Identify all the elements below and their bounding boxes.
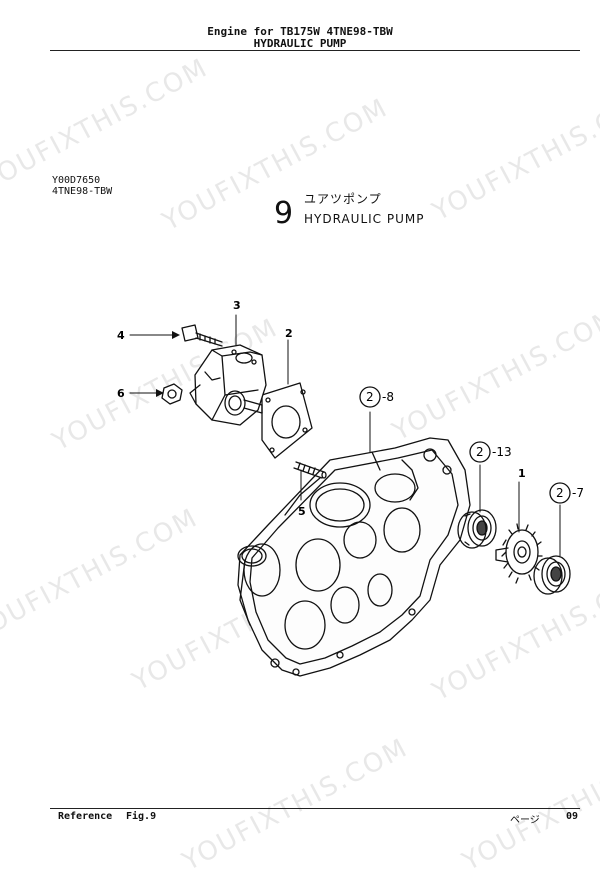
ref-circle (359, 386, 381, 408)
gasket (261, 382, 313, 459)
hydraulic-pump (189, 344, 267, 426)
footer-page-number: 09 (566, 811, 579, 822)
ref-number: 2 (556, 486, 564, 500)
pump-gear (495, 523, 543, 584)
ref-suffix: -13 (492, 445, 512, 459)
part-label-3: 3 (233, 299, 241, 312)
leader-lines (129, 314, 561, 557)
bearing-right (533, 555, 571, 595)
stud-bolt (293, 461, 327, 479)
header-rule (50, 50, 580, 51)
footer-reference: Reference (58, 811, 113, 822)
footer-rule (50, 808, 580, 809)
footer-page-label: ページ (510, 815, 540, 826)
reference-model: 4TNE98-TBW (52, 186, 113, 197)
figure-number: 9 (274, 196, 294, 231)
part-label-5: 5 (298, 505, 306, 518)
figure-title-en: HYDRAULIC PUMP (304, 212, 425, 226)
part-label-1: 1 (518, 467, 526, 480)
reference-block: Y00D7650 4TNE98-TBW (52, 175, 112, 197)
document-title: Engine for TB175W 4TNE98-TBW (207, 25, 393, 38)
exploded-parts-diagram: 1 2 3 4 5 6 2 -8 2 -13 2 -7 (117, 299, 584, 677)
ref-suffix: -7 (572, 486, 584, 500)
reference-code: Y00D7650 (52, 175, 101, 186)
bolt (181, 324, 223, 347)
part-label-6: 6 (117, 387, 125, 400)
ref-circle (469, 441, 491, 463)
part-label-4: 4 (117, 329, 125, 342)
footer-figure: Fig.9 (126, 811, 157, 822)
section-title: HYDRAULIC PUMP (253, 37, 347, 50)
figure-title-jp: ユアツポンプ (304, 192, 382, 206)
gear-case-cover (237, 437, 471, 677)
ref-circle (549, 482, 571, 504)
ref-number: 2 (366, 390, 374, 404)
ref-suffix: -8 (382, 390, 394, 404)
part-label-2: 2 (285, 327, 293, 340)
nut (161, 383, 183, 405)
ref-number: 2 (476, 445, 484, 459)
bearing-left (457, 509, 497, 549)
